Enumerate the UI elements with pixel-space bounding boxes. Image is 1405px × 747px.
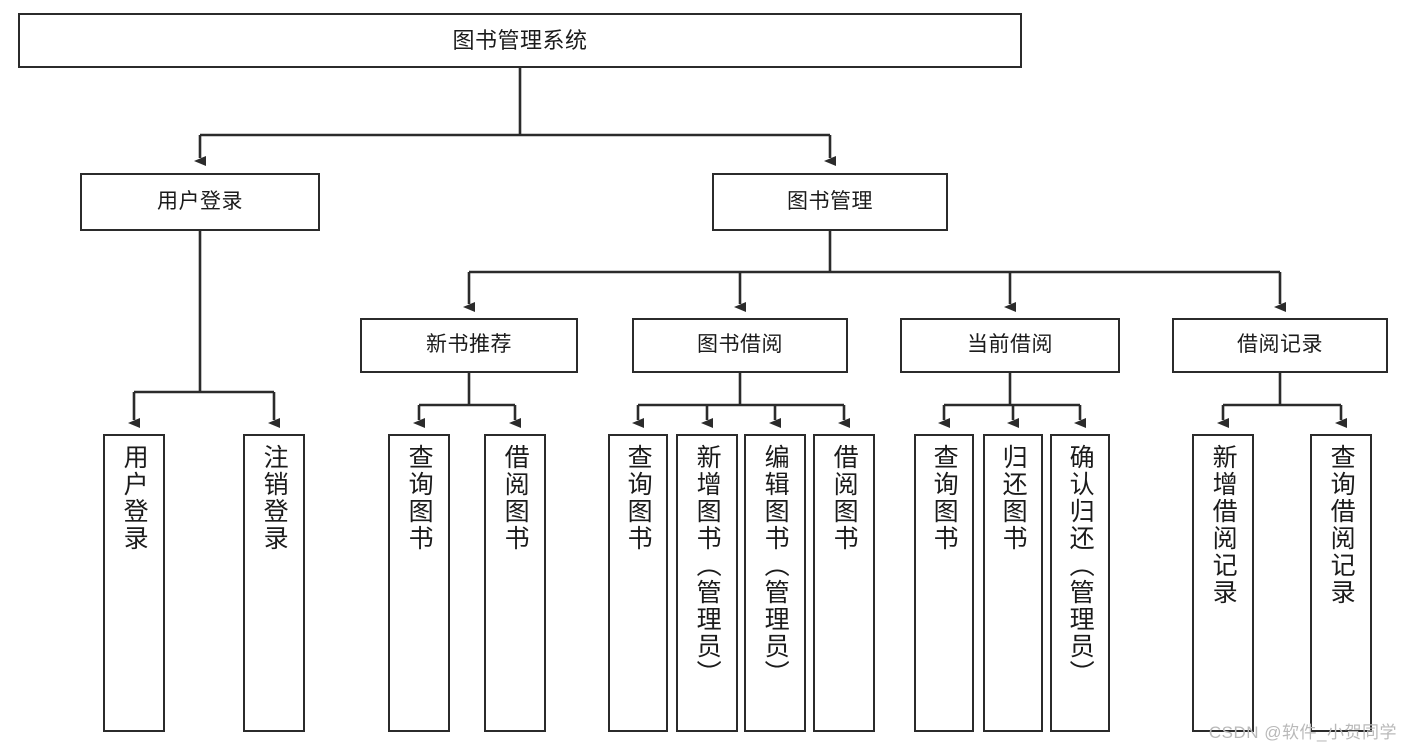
node-current-borrow-label: 当前借阅 [967, 333, 1053, 357]
node-leaf-query-book-borrow[interactable]: 查询图书 [608, 434, 668, 732]
node-leaf-query-book-current[interactable]: 查询图书 [914, 434, 974, 732]
node-leaf-label: 归还图书 [999, 444, 1028, 552]
node-leaf-label: 新增借阅记录 [1209, 444, 1238, 606]
node-book-borrow-label: 图书借阅 [697, 333, 783, 357]
node-leaf-confirm-return-admin[interactable]: 确认归还（管理员） [1050, 434, 1110, 732]
node-book-management-label: 图书管理 [787, 189, 873, 213]
node-leaf-label: 查询图书 [624, 444, 653, 552]
node-leaf-label: 借阅图书 [501, 444, 530, 552]
node-user-login[interactable]: 用户登录 [80, 173, 320, 231]
node-leaf-borrow-book-recommend[interactable]: 借阅图书 [484, 434, 546, 732]
watermark: CSDN @软件_小贺同学 [1208, 723, 1397, 742]
node-root[interactable]: 图书管理系统 [18, 13, 1022, 68]
node-leaf-label: 注销登录 [260, 444, 289, 552]
node-leaf-add-book-admin[interactable]: 新增图书（管理员） [676, 434, 738, 732]
node-leaf-label: 确认归还（管理员） [1066, 444, 1095, 687]
node-root-label: 图书管理系统 [452, 27, 588, 53]
node-leaf-label: 查询图书 [930, 444, 959, 552]
node-new-book-recommend[interactable]: 新书推荐 [360, 318, 578, 373]
node-leaf-label: 查询借阅记录 [1327, 444, 1356, 606]
node-leaf-add-borrow-record[interactable]: 新增借阅记录 [1192, 434, 1254, 732]
node-leaf-label: 用户登录 [120, 444, 149, 552]
node-leaf-query-borrow-record[interactable]: 查询借阅记录 [1310, 434, 1372, 732]
node-borrow-record[interactable]: 借阅记录 [1172, 318, 1388, 373]
node-leaf-label: 借阅图书 [830, 444, 859, 552]
node-book-management[interactable]: 图书管理 [712, 173, 948, 231]
node-book-borrow[interactable]: 图书借阅 [632, 318, 848, 373]
node-leaf-logout[interactable]: 注销登录 [243, 434, 305, 732]
node-leaf-borrow-book[interactable]: 借阅图书 [813, 434, 875, 732]
node-leaf-query-book-recommend[interactable]: 查询图书 [388, 434, 450, 732]
node-new-book-recommend-label: 新书推荐 [426, 333, 512, 357]
node-borrow-record-label: 借阅记录 [1237, 333, 1323, 357]
node-leaf-edit-book-admin[interactable]: 编辑图书（管理员） [744, 434, 806, 732]
node-leaf-label: 编辑图书（管理员） [761, 444, 790, 687]
node-leaf-label: 查询图书 [405, 444, 434, 552]
node-leaf-user-login[interactable]: 用户登录 [103, 434, 165, 732]
node-leaf-return-book[interactable]: 归还图书 [983, 434, 1043, 732]
node-user-login-label: 用户登录 [157, 189, 243, 213]
node-current-borrow[interactable]: 当前借阅 [900, 318, 1120, 373]
node-leaf-label: 新增图书（管理员） [693, 444, 722, 687]
